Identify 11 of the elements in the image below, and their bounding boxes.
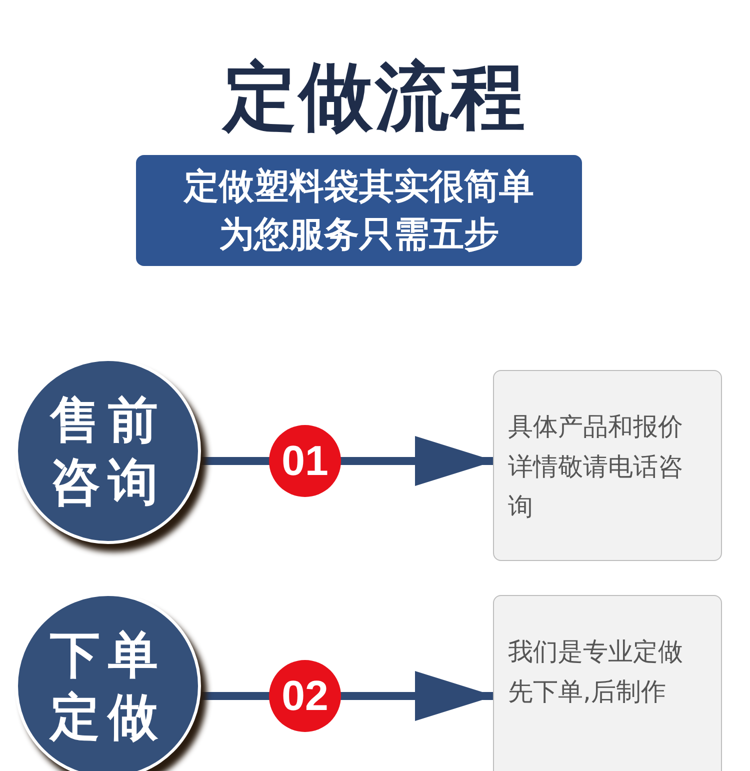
banner-text: 定做塑料袋其实很简单为您服务只需五步 [182,166,535,256]
step-name: 售前咨询 [50,389,166,513]
banner-box [136,155,582,266]
step-number: 02 [269,660,341,732]
info-card [493,595,722,771]
info-text: 我们是专业定做先下单,后制作 [508,636,684,708]
step-number: 01 [269,425,341,497]
step-name: 下单定做 [50,624,166,748]
info-text: 具体产品和报价详情敬请电话咨询 [508,411,684,523]
info-card [493,370,722,561]
title: 定做流程 [220,53,528,142]
